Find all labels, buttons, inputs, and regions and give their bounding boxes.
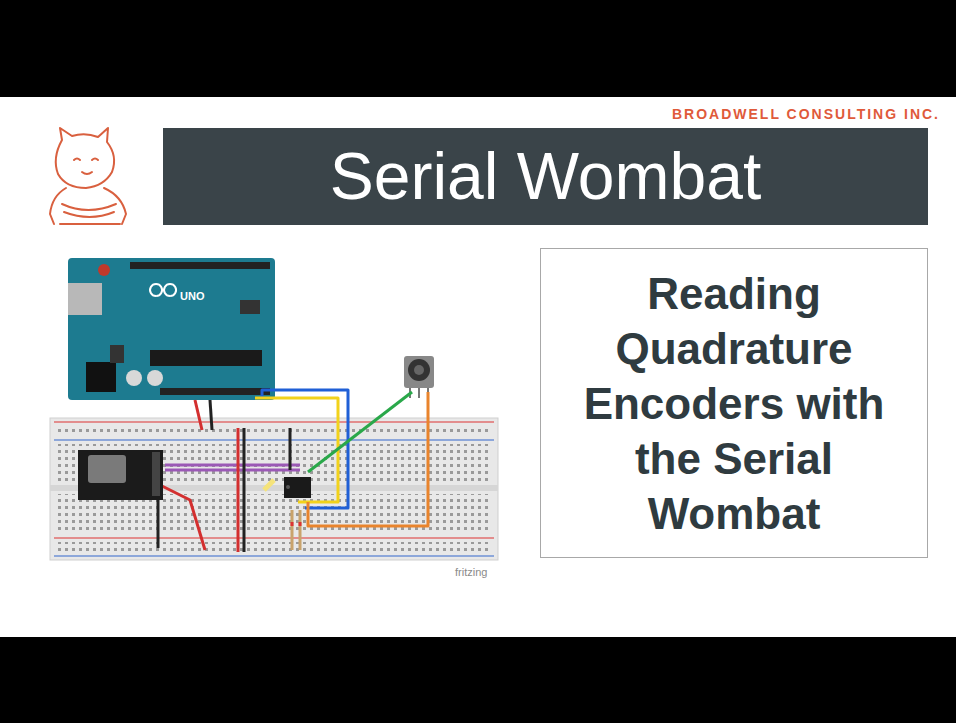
subtitle-box: Reading Quadrature Encoders with the Ser… [540, 248, 928, 558]
bottom-bar [0, 637, 956, 723]
rotary-encoder [404, 356, 434, 398]
box-text: Serial Wombat [330, 140, 762, 213]
company-name: BROADWELL CONSULTING INC. [672, 106, 940, 122]
board-model: UNO [180, 290, 204, 302]
breadboard [50, 418, 498, 560]
resistors [292, 510, 300, 550]
ic-chip [284, 477, 311, 498]
box-text: Reading Quadrature Encoders with the Ser… [569, 266, 899, 541]
title-banner: Serial Wombat [163, 128, 928, 225]
wires [158, 390, 428, 552]
wombat-sketch [50, 128, 126, 224]
radio-module [78, 450, 163, 500]
watermark: fritzing [455, 566, 487, 578]
arduino-board [68, 258, 275, 400]
top-bar [0, 0, 956, 97]
